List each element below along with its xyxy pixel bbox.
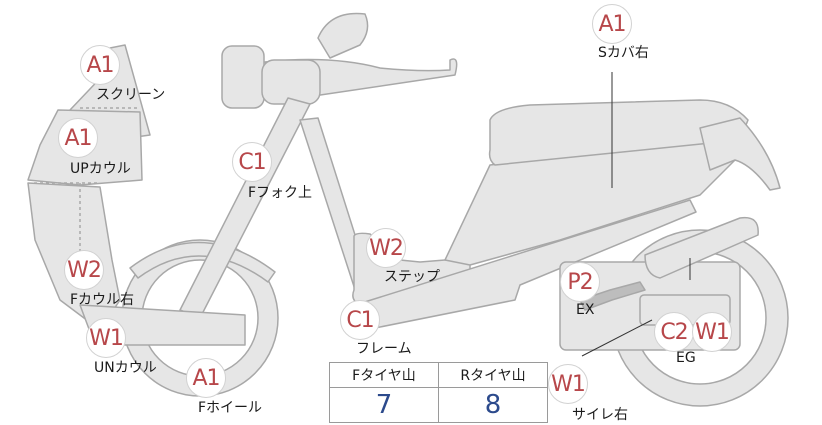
f-cowl-label: Fカウル右 (70, 292, 135, 308)
ex-label: EX (576, 302, 595, 318)
step-code-badge: W2 (366, 228, 406, 268)
up-cowl-code-badge: A1 (58, 118, 98, 158)
frame-label: フレーム (356, 341, 412, 357)
s-cover-code-badge: A1 (592, 4, 632, 44)
s-cover-label: Sカバ右 (598, 45, 649, 61)
rear-tire-value: 8 (438, 387, 548, 423)
rear-tire-header: Rタイヤ山 (438, 362, 548, 388)
front-tire-value: 7 (329, 387, 439, 423)
f-wheel-code-badge: A1 (186, 358, 226, 398)
eg-code-badge-2: W1 (692, 312, 732, 352)
tire-tread-table: Fタイヤ山 Rタイヤ山 7 8 (329, 362, 548, 423)
frame-code-badge: C1 (340, 300, 380, 340)
front-tire-header: Fタイヤ山 (329, 362, 439, 388)
headlight (221, 45, 265, 109)
up-cowl-label: UPカウル (70, 161, 131, 177)
mirror (317, 12, 369, 59)
screen-label: スクリーン (96, 87, 166, 103)
muffler (644, 216, 759, 279)
eg-label: EG (676, 350, 696, 366)
un-cowl-label: UNカウル (94, 360, 157, 376)
rear-tail (699, 117, 781, 191)
meter-housing (261, 59, 321, 105)
ex-code-badge: P2 (560, 262, 600, 302)
un-cowl-code-badge: W1 (86, 318, 126, 358)
f-cowl-code-badge: W2 (64, 250, 104, 290)
f-wheel-label: Fホイール (198, 400, 263, 416)
front-fender (129, 241, 276, 283)
f-fork-label: Fフォク上 (248, 185, 313, 201)
eg-code-badge-1: C2 (654, 312, 694, 352)
step-label: ステップ (384, 269, 440, 285)
exhaust-pipe (579, 281, 646, 311)
screen-code-badge: A1 (80, 45, 120, 85)
seat (488, 99, 749, 166)
side-stand-label: サイレ右 (572, 407, 628, 423)
f-fork-code-badge: C1 (232, 142, 272, 182)
side-stand-code-badge: W1 (548, 364, 588, 404)
